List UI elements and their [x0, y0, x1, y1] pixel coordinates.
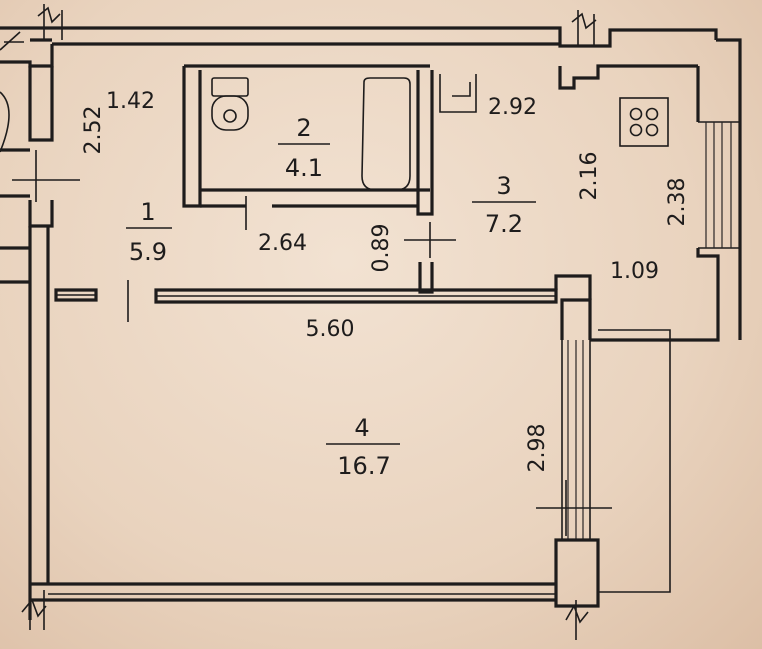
room-4-number: 4: [354, 414, 369, 442]
stove-icon: [619, 97, 669, 147]
room-1-area: 5.9: [129, 238, 167, 266]
dimension-2-64: 2.64: [258, 231, 307, 256]
dimension-labels: 1.42 2.52 2.64 0.89 2.92 2.16 2.38 1.09 …: [81, 89, 690, 472]
room-4-area: 16.7: [337, 452, 390, 480]
dimension-0-89: 0.89: [369, 224, 394, 273]
room-2-number: 2: [296, 114, 311, 142]
dimension-2-38: 2.38: [665, 178, 690, 227]
break-marks: [0, 4, 612, 640]
interior-walls: [54, 64, 592, 304]
room-1-label: 1 5.9: [126, 198, 172, 266]
vent-shaft-icon: [439, 74, 477, 113]
room-3-area: 7.2: [485, 210, 523, 238]
room-1-number: 1: [140, 198, 155, 226]
dimension-2-98: 2.98: [525, 424, 550, 473]
room-2-label: 2 4.1: [278, 114, 330, 182]
dimension-2-52: 2.52: [81, 106, 106, 155]
fixtures: [0, 74, 669, 191]
dimension-1-09: 1.09: [610, 259, 659, 284]
dimension-1-42: 1.42: [106, 89, 155, 114]
bathtub-icon: [361, 77, 411, 191]
room-3-label: 3 7.2: [472, 172, 536, 238]
exterior-walls: [0, 26, 742, 620]
dimension-2-92: 2.92: [488, 95, 537, 120]
dimension-5-60: 5.60: [306, 317, 355, 342]
dimension-2-16: 2.16: [577, 152, 602, 201]
door-swing-arc: [0, 91, 10, 153]
room-4-label: 4 16.7: [326, 414, 400, 480]
toilet-icon: [211, 77, 249, 131]
room-3-number: 3: [496, 172, 511, 200]
room-2-area: 4.1: [285, 154, 323, 182]
